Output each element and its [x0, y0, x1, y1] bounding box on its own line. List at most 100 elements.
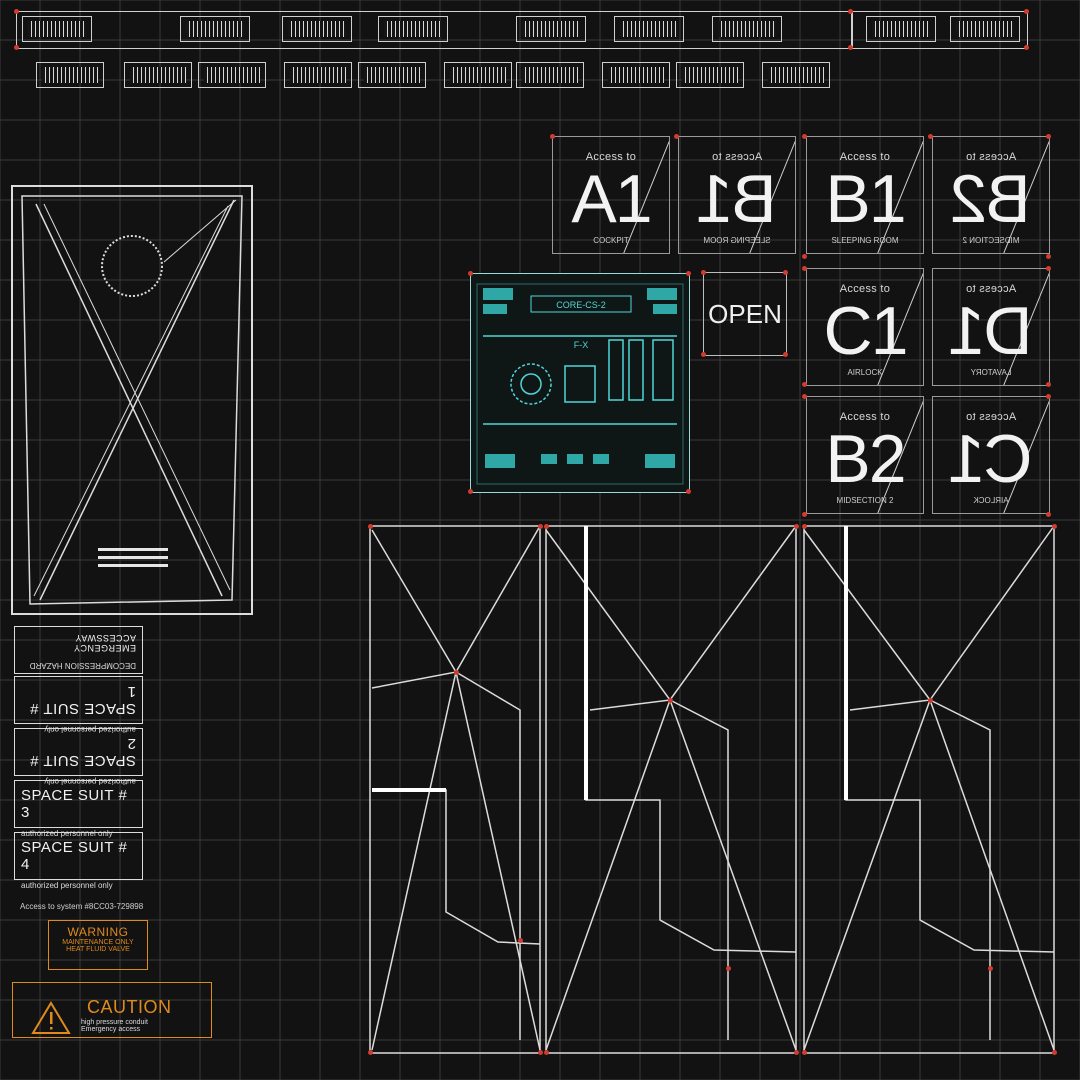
tile-code: A1: [571, 161, 652, 237]
vertex-marker: [1046, 254, 1051, 259]
vertex-marker: [1052, 524, 1057, 529]
vertex-marker: [368, 1050, 373, 1055]
sign-title: SPACE SUIT # 4: [21, 839, 128, 873]
vertex-marker: [668, 698, 673, 703]
caution-line-2: Emergency access: [81, 1026, 141, 1033]
vertex-marker: [14, 9, 19, 14]
vertex-marker: [1046, 394, 1051, 399]
vent-frame: [16, 11, 852, 49]
vent-grille: [198, 62, 266, 88]
core-panel-circuitry: CORE-CS-2 F-X: [476, 283, 684, 485]
vertex-marker: [988, 966, 993, 971]
vent-grille: [124, 62, 192, 88]
vertex-marker: [802, 254, 807, 259]
vent-grille: [602, 62, 670, 88]
vent-grille: [614, 16, 684, 42]
vent-frame: [852, 11, 1028, 49]
vertex-marker: [848, 45, 853, 50]
vertex-marker: [544, 524, 549, 529]
vertex-marker: [454, 670, 459, 675]
vertex-marker: [802, 134, 807, 139]
open-label: OPEN: [708, 298, 782, 329]
tile-footer: SLEEPING ROOM: [831, 236, 899, 245]
vertex-marker: [538, 1050, 543, 1055]
sign-subtitle: authorized personnel only: [21, 829, 113, 838]
vertex-marker: [468, 271, 473, 276]
tile-code: B1: [825, 161, 906, 237]
sign-title: SPACE SUIT # 2: [29, 735, 136, 769]
vertex-marker: [686, 271, 691, 276]
vent-grille: [22, 16, 92, 42]
tile-subtitle: Access to: [585, 151, 637, 163]
tile-diagonal: [1003, 272, 1049, 385]
vertex-marker: [726, 966, 731, 971]
vertex-marker: [538, 524, 543, 529]
vent-grille: [180, 16, 250, 42]
vent-grille: [284, 62, 352, 88]
tile-subtitle: Access to: [839, 151, 891, 163]
sign-subtitle: DECOMPRESSION HAZARD: [29, 661, 136, 670]
sign-title: SPACE SUIT # 1: [29, 683, 136, 717]
vertex-marker: [848, 9, 853, 14]
vertex-marker: [686, 489, 691, 494]
core-control-panel: CORE-CS-2 F-X: [470, 273, 690, 493]
tile-diagonal: [749, 140, 795, 253]
vertex-marker: [794, 524, 799, 529]
warning-line-2: HEAT FLUID VALVE: [66, 946, 130, 953]
vertex-marker: [783, 270, 788, 275]
vertex-marker: [1046, 266, 1051, 271]
vent-grille: [950, 16, 1020, 42]
vertex-marker: [802, 266, 807, 271]
caution-line-1: high pressure conduit: [81, 1019, 148, 1026]
vertex-marker: [928, 134, 933, 139]
vertex-marker: [368, 524, 373, 529]
vent-grille: [378, 16, 448, 42]
tile-subtitle: Access to: [839, 283, 891, 295]
vertex-marker: [550, 134, 555, 139]
vent-grille: [866, 16, 936, 42]
open-label-box[interactable]: OPEN: [703, 272, 787, 356]
core-panel-subtitle: F-X: [574, 340, 589, 350]
warning-title: WARNING: [67, 925, 129, 939]
tile-diagonal: [1003, 140, 1049, 253]
warning-triangle-icon: [31, 1001, 71, 1034]
sign-4: SPACE SUIT # 3 authorized personnel only: [14, 780, 143, 838]
caution-sign: CAUTION high pressure conduit Emergency …: [12, 982, 212, 1038]
tile-code: B2: [825, 421, 906, 497]
vent-grille: [762, 62, 830, 88]
vent-grille: [358, 62, 426, 88]
vertex-marker: [518, 938, 523, 943]
vertex-marker: [1046, 382, 1051, 387]
vertex-marker: [802, 1050, 807, 1055]
tile-footer: MIDSECTION 2: [836, 496, 894, 505]
vent-grille: [516, 16, 586, 42]
vertex-marker: [802, 382, 807, 387]
vertex-marker: [1024, 9, 1029, 14]
sign-title: SPACE SUIT # 3: [21, 787, 128, 821]
tile-diagonal: [877, 140, 923, 253]
vertex-marker: [701, 352, 706, 357]
tile-subtitle: Access to: [839, 411, 891, 423]
vertex-marker: [802, 394, 807, 399]
vertex-marker: [1052, 1050, 1057, 1055]
access-note: Access to system #8CC03-729898: [20, 902, 144, 911]
vertex-marker: [1046, 512, 1051, 517]
vertex-marker: [802, 512, 807, 517]
vent-grille: [444, 62, 512, 88]
vertex-marker: [1046, 134, 1051, 139]
vertex-marker: [794, 1050, 799, 1055]
tile-diagonal: [877, 400, 923, 513]
vertex-marker: [928, 698, 933, 703]
